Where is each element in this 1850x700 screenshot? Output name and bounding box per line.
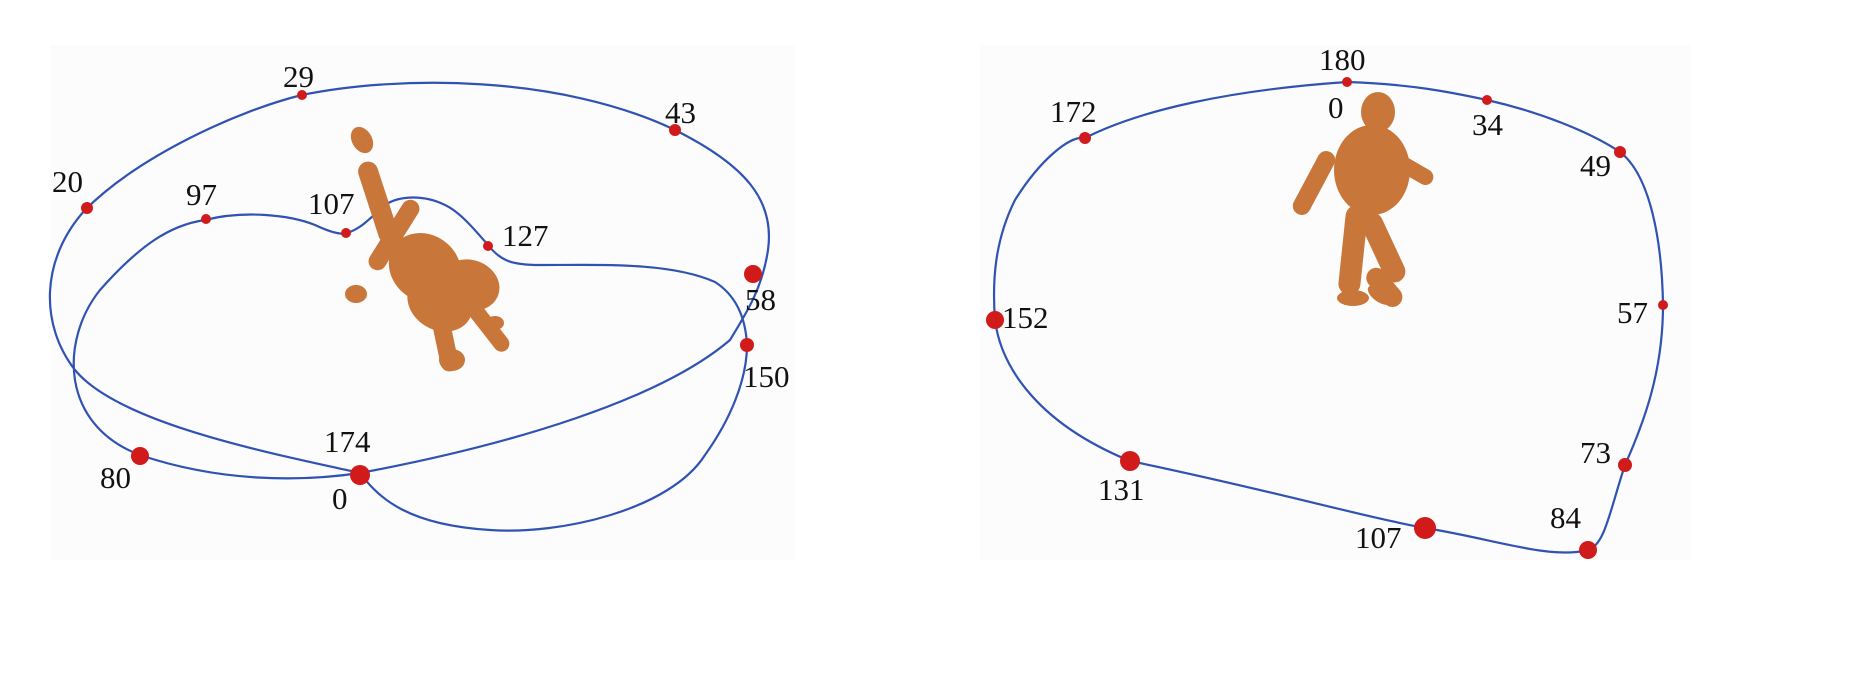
right-diagram-content: 180 0 172 34 49 152 57 73 131 84 107 <box>980 42 1690 560</box>
left-inner-loop-curve <box>72 196 749 532</box>
marker-29 <box>297 90 307 100</box>
label-43: 43 <box>665 95 696 130</box>
marker-49 <box>1614 146 1626 158</box>
label-34: 34 <box>1472 107 1504 142</box>
marker-127 <box>483 241 493 251</box>
marker-180-0 <box>1342 77 1352 87</box>
marker-152 <box>986 311 1004 329</box>
left-frame-labels: 29 43 20 97 107 127 58 150 174 80 0 <box>52 59 790 516</box>
label-0-right: 0 <box>1328 90 1344 125</box>
label-150: 150 <box>743 359 790 394</box>
label-20: 20 <box>52 164 83 199</box>
label-180: 180 <box>1319 42 1366 77</box>
walking-figure-head <box>1361 92 1395 132</box>
label-172: 172 <box>1050 94 1097 129</box>
marker-57 <box>1658 300 1668 310</box>
human-figure-walking-icon <box>1292 92 1434 307</box>
label-174: 174 <box>324 424 371 459</box>
marker-43 <box>669 124 681 136</box>
marker-20 <box>81 202 93 214</box>
marker-58 <box>744 265 762 283</box>
label-80: 80 <box>100 460 131 495</box>
figure-head <box>439 349 465 371</box>
marker-80 <box>131 447 149 465</box>
marker-97 <box>201 214 211 224</box>
left-trajectory-panel: 29 43 20 97 107 127 58 150 174 80 0 <box>40 40 960 660</box>
label-84: 84 <box>1550 500 1582 535</box>
left-trajectory-diagram: 29 43 20 97 107 127 58 150 174 80 0 <box>48 45 795 560</box>
marker-84 <box>1579 541 1597 559</box>
label-29: 29 <box>283 59 314 94</box>
marker-150 <box>740 338 754 352</box>
right-frame-labels: 180 0 172 34 49 152 57 73 131 84 107 <box>1002 42 1648 555</box>
label-152: 152 <box>1002 300 1049 335</box>
marker-174-0 <box>350 465 370 485</box>
marker-107 <box>341 228 351 238</box>
right-markers <box>986 77 1668 559</box>
label-131: 131 <box>1098 472 1145 507</box>
right-trajectory-panel: 180 0 172 34 49 152 57 73 131 84 107 <box>980 40 1850 660</box>
label-107-right: 107 <box>1355 520 1402 555</box>
label-57: 57 <box>1617 295 1648 330</box>
marker-131 <box>1120 451 1140 471</box>
label-97: 97 <box>186 177 217 212</box>
right-trajectory-diagram: 180 0 172 34 49 152 57 73 131 84 107 <box>980 42 1690 560</box>
marker-107-right <box>1414 517 1436 539</box>
label-0: 0 <box>332 481 348 516</box>
marker-172 <box>1079 132 1091 144</box>
label-107: 107 <box>308 186 355 221</box>
label-49: 49 <box>1580 148 1611 183</box>
label-73: 73 <box>1580 435 1611 470</box>
marker-73 <box>1618 458 1632 472</box>
marker-34 <box>1482 95 1492 105</box>
label-58: 58 <box>745 282 776 317</box>
left-markers <box>81 90 762 485</box>
label-127: 127 <box>502 218 549 253</box>
human-figure-cartwheel-icon <box>345 126 510 372</box>
